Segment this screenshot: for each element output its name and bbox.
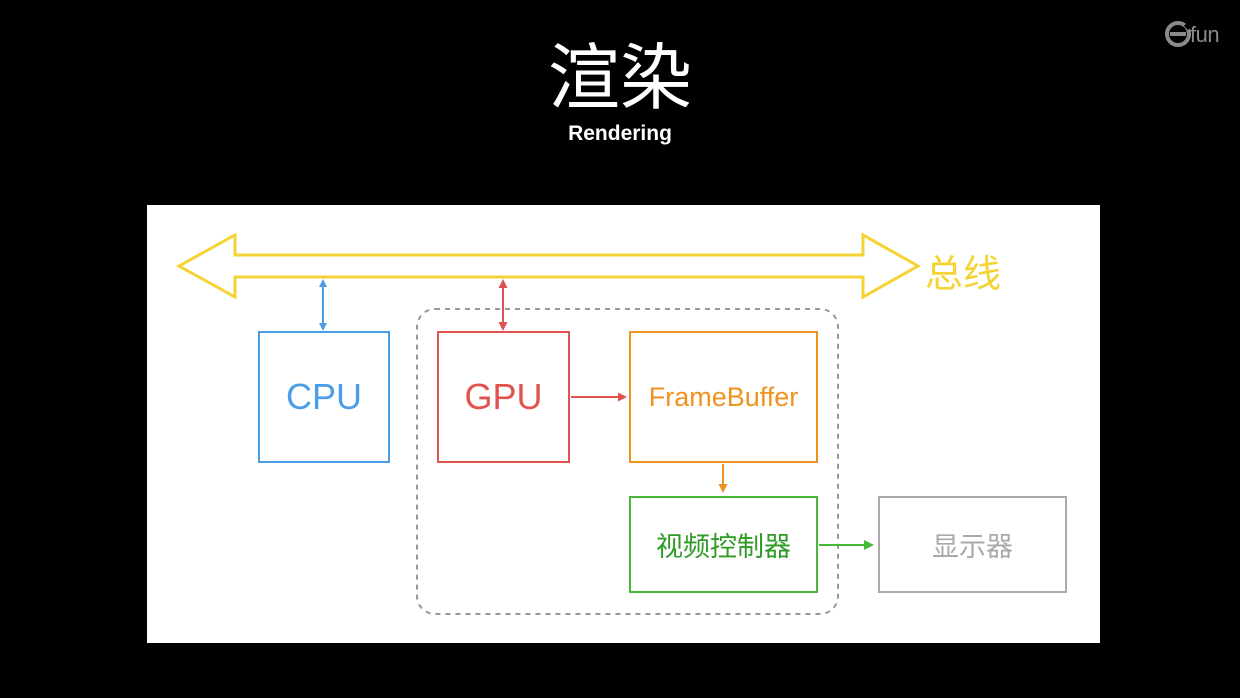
diagram-canvas [175, 232, 922, 615]
display-label: 显示器 [932, 532, 1013, 563]
video-controller-label: 视频控制器 [656, 532, 791, 563]
gpu-node: GPU [437, 331, 570, 463]
cpu-label: CPU [285, 376, 362, 417]
efun-logo-icon [1165, 21, 1193, 47]
diagram-panel: 总线 CPU GPU FrameBuffer 视频控制器 显示器 [147, 205, 1100, 643]
logo-text: fun [1190, 22, 1220, 47]
bus-label: 总线 [925, 252, 1002, 296]
gpu-group-boundary [416, 308, 839, 615]
slide-title: 渲染 [547, 36, 692, 120]
framebuffer-label: FrameBuffer [648, 381, 799, 412]
framebuffer-node: FrameBuffer [629, 331, 818, 463]
bus-arrow [175, 232, 922, 300]
slide-subtitle: Rendering [568, 122, 672, 145]
gpu-label: GPU [464, 376, 543, 417]
video-controller-node: 视频控制器 [629, 496, 818, 593]
display-node: 显示器 [878, 496, 1067, 593]
cpu-node: CPU [258, 331, 390, 463]
